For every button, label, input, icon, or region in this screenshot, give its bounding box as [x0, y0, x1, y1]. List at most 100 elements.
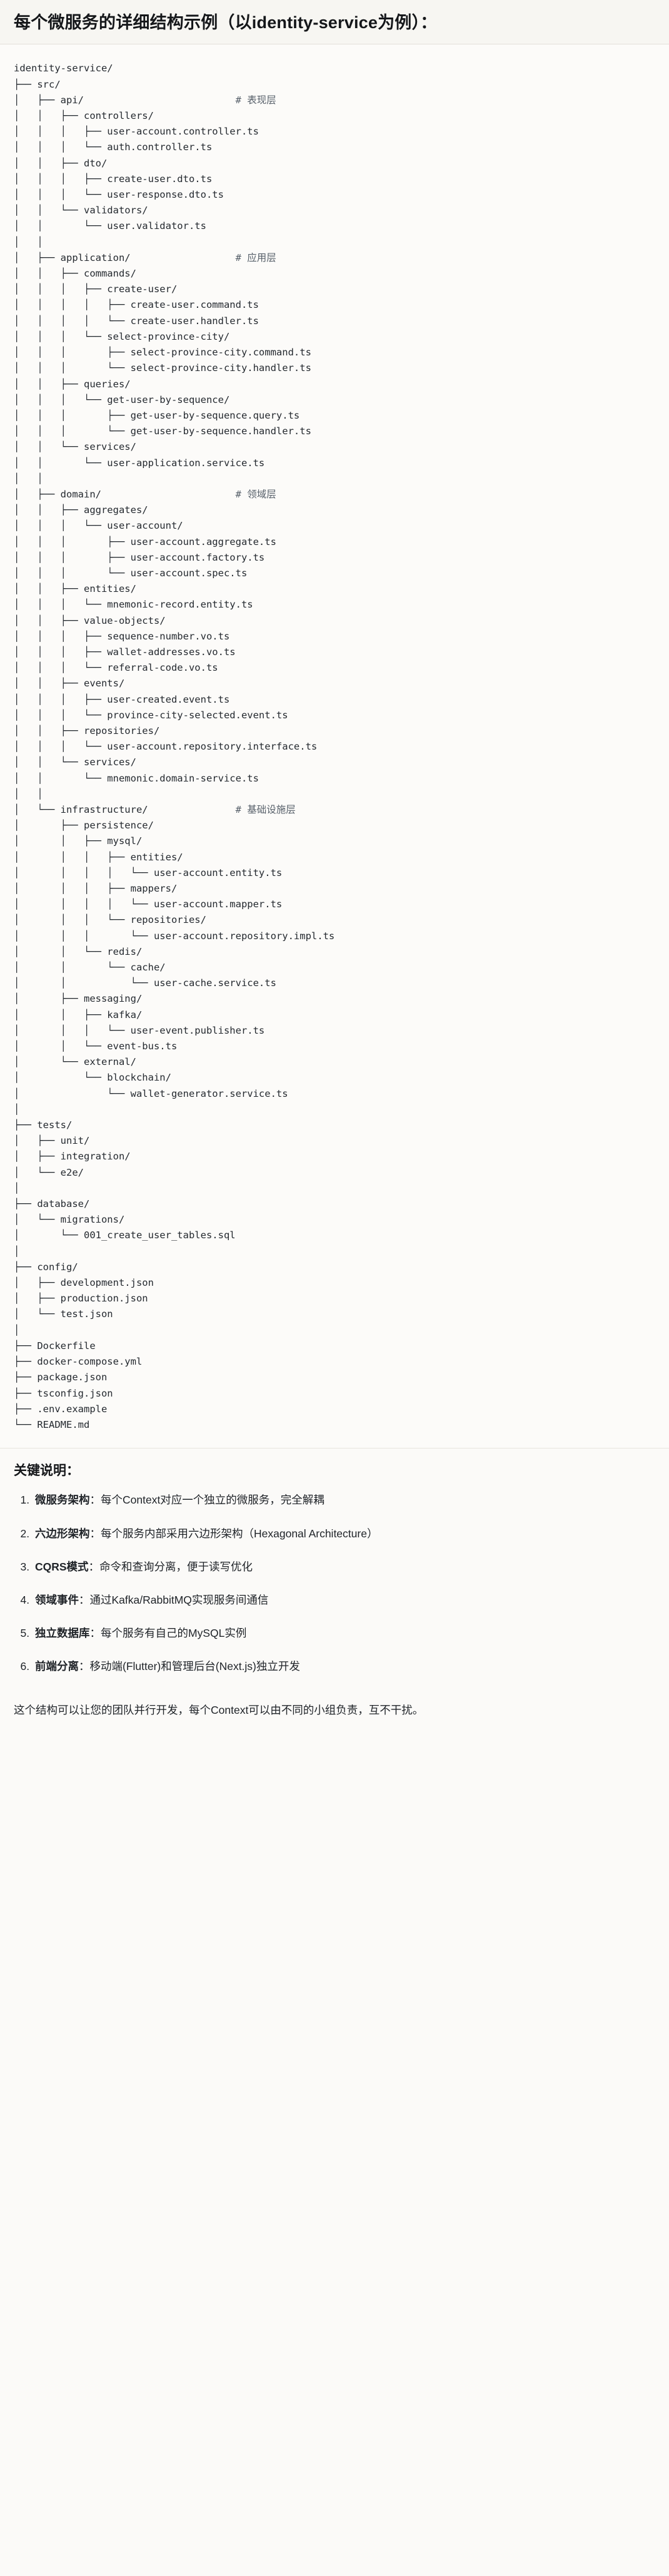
tree-line: │	[14, 1103, 20, 1115]
tree-line: │ │ │ ├── sequence-number.vo.ts	[14, 630, 230, 642]
tree-line-comment: # 表现层	[235, 94, 276, 106]
tree-line: │ │ ├── commands/	[14, 268, 136, 280]
tree-line: │ │ │ │ └── user-account.mapper.ts	[14, 899, 283, 910]
tree-line: │ ├── domain/ # 领域层	[14, 488, 276, 500]
tree-line: │ ├── development.json	[14, 1277, 154, 1289]
tree-line: │ │ │ ├── entities/	[14, 851, 183, 863]
tree-line: │ │ │ └── auth.controller.ts	[14, 141, 213, 153]
directory-tree-block: identity-service/ ├── src/ │ ├── api/ # …	[0, 44, 669, 1449]
tree-line: │	[14, 1182, 20, 1194]
key-note-separator: ：	[88, 1560, 100, 1573]
tree-line: │ │ │ │ ├── create-user.command.ts	[14, 299, 259, 311]
key-note-term: 六边形架构	[35, 1527, 90, 1540]
directory-tree: identity-service/ ├── src/ │ ├── api/ # …	[14, 61, 655, 1433]
tree-line: │ │ │ ├── wallet-addresses.vo.ts	[14, 646, 236, 658]
tree-line: │ ├── unit/	[14, 1135, 90, 1147]
key-note-item: 独立数据库：每个服务有自己的MySQL实例	[33, 1625, 655, 1642]
tree-line: ├── package.json	[14, 1372, 108, 1383]
tree-line: │ │ ├── kafka/	[14, 1009, 143, 1021]
tree-line: │ │ └── cache/	[14, 962, 166, 974]
tree-line: │ │ │ └── user-account.spec.ts	[14, 567, 248, 579]
tree-line-comment: # 领域层	[235, 488, 276, 500]
document-page: 每个微服务的详细结构示例（以identity-service为例）： ident…	[0, 0, 669, 1735]
key-notes-title: 关键说明：	[14, 1464, 79, 1479]
tree-line: ├── tests/	[14, 1119, 73, 1131]
tree-line: │ ├── persistence/	[14, 820, 154, 832]
tree-line: │ │ │ └── get-user-by-sequence/	[14, 394, 230, 405]
tree-line: │ │	[14, 788, 43, 800]
tree-line: │ │ │ └── select-province-city.handler.t…	[14, 362, 311, 374]
key-note-term: 独立数据库	[35, 1626, 90, 1639]
tree-line: │ │ └── services/	[14, 441, 136, 453]
key-note-item: 六边形架构：每个服务内部采用六边形架构（Hexagonal Architectu…	[33, 1525, 655, 1542]
tree-line: ├── src/	[14, 78, 61, 90]
tree-line: │ └── infrastructure/ # 基础设施层	[14, 803, 296, 815]
key-note-description: 移动端(Flutter)和管理后台(Next.js)独立开发	[89, 1660, 300, 1673]
key-note-separator: ：	[89, 1626, 101, 1639]
tree-line: │ │ │ └── repositories/	[14, 914, 206, 926]
tree-line: │ │ ├── mysql/	[14, 835, 143, 847]
tree-line: ├── .env.example	[14, 1403, 108, 1415]
key-note-separator: ：	[89, 1494, 101, 1507]
tree-line: ├── Dockerfile	[14, 1340, 96, 1352]
tree-line: │ │ └── user-cache.service.ts	[14, 977, 276, 989]
tree-line: │ │ └── mnemonic.domain-service.ts	[14, 772, 259, 784]
tree-line: │ ├── api/ # 表现层	[14, 94, 276, 106]
key-notes-section: 关键说明： 微服务架构：每个Context对应一个独立的微服务，完全解耦六边形架…	[0, 1448, 669, 1698]
tree-line: │ │ │ ├── create-user/	[14, 283, 178, 295]
tree-line-comment: # 基础设施层	[235, 803, 296, 815]
key-note-separator: ：	[89, 1527, 101, 1540]
tree-line: │ │ ├── queries/	[14, 378, 131, 390]
tree-line: │ ├── production.json	[14, 1293, 148, 1305]
key-note-term: 前端分离	[35, 1660, 79, 1673]
tree-line: │ │ │ ├── select-province-city.command.t…	[14, 347, 311, 359]
key-note-description: 每个服务内部采用六边形架构（Hexagonal Architecture）	[101, 1527, 378, 1540]
key-note-description: 命令和查询分离，便于读写优化	[99, 1560, 253, 1573]
tree-line: │ │ ├── aggregates/	[14, 504, 148, 516]
tree-line: │ └── external/	[14, 1056, 136, 1068]
tree-line: │ │ │ ├── create-user.dto.ts	[14, 173, 213, 185]
tree-line: │ └── e2e/	[14, 1166, 84, 1178]
key-note-item: 前端分离：移动端(Flutter)和管理后台(Next.js)独立开发	[33, 1658, 655, 1675]
key-note-description: 通过Kafka/RabbitMQ实现服务间通信	[89, 1593, 269, 1606]
tree-line: │ │ │ │ └── create-user.handler.ts	[14, 315, 259, 327]
tree-line: │ │ └── redis/	[14, 945, 143, 957]
tree-line: │ └── migrations/	[14, 1214, 125, 1226]
tree-line: └── README.md	[14, 1418, 90, 1430]
tree-line: ├── database/	[14, 1198, 90, 1210]
tree-line: │ └── 001_create_user_tables.sql	[14, 1229, 236, 1241]
tree-line: ├── tsconfig.json	[14, 1387, 113, 1399]
page-title: 每个微服务的详细结构示例（以identity-service为例）：	[0, 0, 669, 45]
tree-line: ├── config/	[14, 1261, 78, 1273]
tree-line: │ │ │ └── user-event.publisher.ts	[14, 1024, 265, 1036]
tree-line: ├── docker-compose.yml	[14, 1356, 143, 1368]
tree-line: │ │ │ ├── user-created.event.ts	[14, 693, 230, 705]
key-note-separator: ：	[79, 1593, 90, 1606]
tree-line: │ │ │ └── select-province-city/	[14, 330, 230, 342]
tree-line: │ │ │ └── province-city-selected.event.t…	[14, 709, 288, 721]
tree-line: │ │ │ ├── get-user-by-sequence.query.ts	[14, 409, 300, 421]
tree-line: │ ├── integration/	[14, 1151, 131, 1163]
tree-line: │	[14, 1324, 20, 1336]
key-note-item: 微服务架构：每个Context对应一个独立的微服务，完全解耦	[33, 1492, 655, 1509]
tree-line: │ │ ├── events/	[14, 678, 125, 690]
tree-line: │ └── blockchain/	[14, 1072, 171, 1084]
tree-line: │ │	[14, 472, 43, 484]
key-notes-list: 微服务架构：每个Context对应一个独立的微服务，完全解耦六边形架构：每个服务…	[14, 1492, 655, 1675]
tree-line: │ │ ├── controllers/	[14, 110, 154, 122]
tree-line: │ │ ├── dto/	[14, 157, 108, 169]
tree-line: │ │ ├── repositories/	[14, 725, 160, 736]
key-note-item: 领域事件：通过Kafka/RabbitMQ实现服务间通信	[33, 1592, 655, 1609]
tree-line: │ │ │ └── referral-code.vo.ts	[14, 662, 218, 674]
tree-line: │	[14, 1245, 20, 1257]
tree-line: │ ├── application/ # 应用层	[14, 252, 276, 263]
tree-line: │ │	[14, 236, 43, 248]
tree-line: │ │ └── event-bus.ts	[14, 1041, 178, 1052]
tree-line: │ └── wallet-generator.service.ts	[14, 1087, 288, 1099]
key-note-description: 每个服务有自己的MySQL实例	[101, 1626, 247, 1639]
tree-line: │ │ └── user.validator.ts	[14, 220, 206, 232]
key-note-item: CQRS模式：命令和查询分离，便于读写优化	[33, 1559, 655, 1576]
tree-line: │ │ │ └── user-account.repository.impl.t…	[14, 930, 335, 942]
tree-line: │ │ ├── entities/	[14, 583, 136, 595]
key-note-description: 每个Context对应一个独立的微服务，完全解耦	[101, 1494, 324, 1507]
